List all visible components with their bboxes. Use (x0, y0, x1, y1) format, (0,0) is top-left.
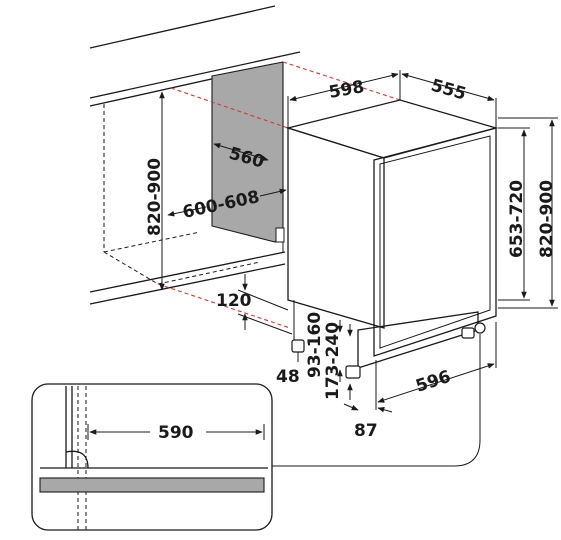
label-height-inner: 653-720 (507, 180, 527, 258)
label-foot-offset: 48 (276, 367, 300, 387)
label-plinth-height: 120 (216, 291, 252, 311)
detail-inset (31, 383, 273, 531)
label-niche-height: 820-900 (145, 158, 165, 236)
label-depth: 555 (429, 76, 469, 105)
label-height-outer: 820-900 (537, 180, 557, 258)
label-width: 598 (327, 77, 365, 103)
label-plinth-173-240: 173-240 (323, 322, 343, 400)
label-detail-width: 590 (158, 423, 194, 443)
countertop-section (39, 477, 265, 493)
label-door-width: 596 (413, 367, 453, 397)
label-door-recess: 87 (354, 421, 378, 441)
cabinet-context (89, 5, 301, 305)
dimension-lines (159, 70, 558, 467)
label-plinth-93-160: 93-160 (305, 312, 325, 378)
hidden-niche-edges (157, 61, 401, 329)
dishwasher-body (285, 99, 499, 379)
